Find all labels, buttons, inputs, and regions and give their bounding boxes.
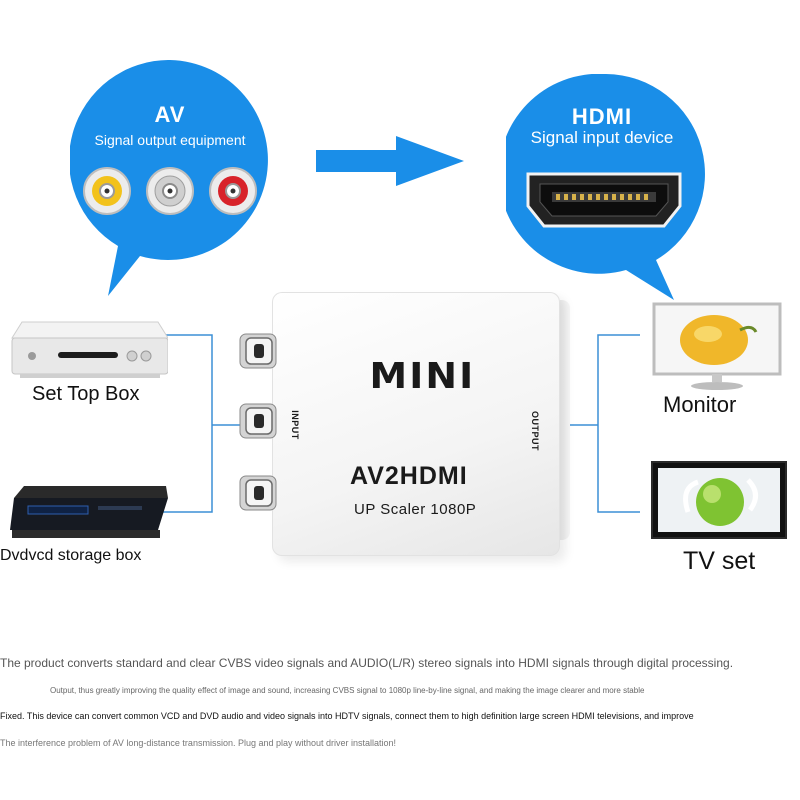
av-bubble-subtitle: Signal output equipment [94, 132, 246, 148]
description-line-4: The interference problem of AV long-dist… [0, 738, 397, 748]
monitor-label: Monitor [663, 392, 737, 417]
hdmi-port-icon [526, 172, 682, 228]
rca-red-icon [209, 167, 257, 215]
description-line-3: Fixed. This device can convert common VC… [0, 711, 694, 721]
set-top-box-label: Set Top Box [32, 383, 140, 405]
input-port-label: INPUT [289, 410, 300, 440]
storage-box-label: Dvdvcd storage box [0, 547, 142, 564]
description-line-1: The product converts standard and clear … [0, 656, 734, 670]
tv-label: TV set [683, 547, 756, 575]
dvd-player-icon [10, 486, 168, 538]
input-jacks-icon [239, 333, 277, 511]
av-bubble-title: AV [154, 102, 186, 127]
description-line-2: Output, thus greatly improving the quali… [50, 686, 645, 695]
device-scaler-label: UP Scaler 1080P [354, 501, 477, 518]
rca-white-icon [146, 167, 194, 215]
monitor-icon [652, 302, 782, 390]
tv-icon [651, 461, 787, 539]
output-port-label: OUTPUT [530, 411, 540, 451]
hdmi-bubble-subtitle: Signal input device [530, 128, 674, 147]
converter-device [272, 292, 560, 556]
rca-yellow-icon [83, 167, 131, 215]
arrow-right-icon [316, 136, 464, 186]
device-model: AV2HDMI [350, 462, 468, 490]
set-top-box-icon [11, 321, 168, 378]
hdmi-bubble-title: HDMI [571, 104, 633, 129]
device-brand: MINI [369, 356, 476, 397]
